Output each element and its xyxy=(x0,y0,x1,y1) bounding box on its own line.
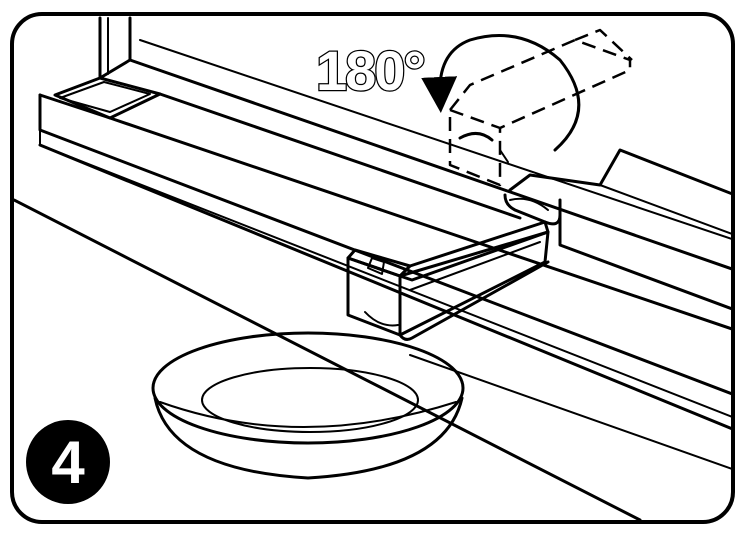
clip-part-installed xyxy=(346,220,550,341)
base-plate xyxy=(14,143,731,520)
rotation-angle-label: 180° xyxy=(316,39,424,102)
upright-post xyxy=(53,16,162,120)
clip-part-ghost xyxy=(448,28,633,187)
step-number-badge: 4 xyxy=(26,420,110,504)
bowl xyxy=(151,331,465,480)
rotation-arrow xyxy=(421,34,581,152)
step-number: 4 xyxy=(51,428,85,496)
